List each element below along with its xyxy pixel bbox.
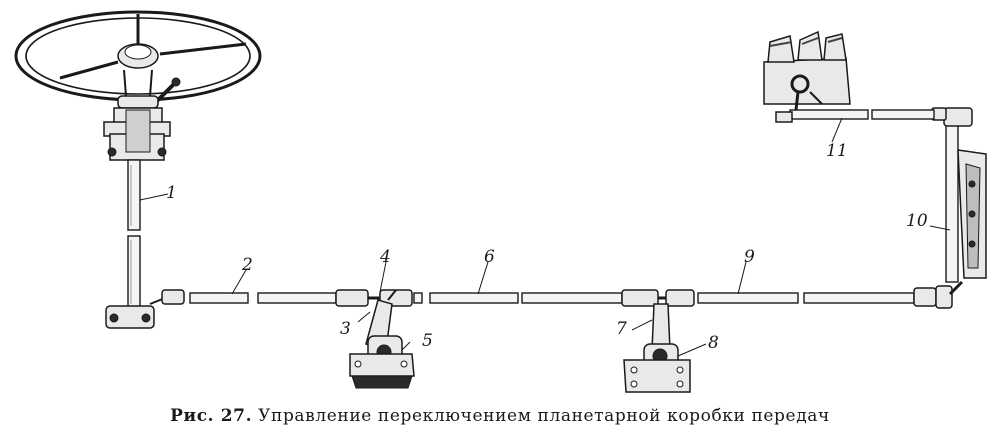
label-8: 8 — [708, 333, 719, 353]
label-7: 7 — [616, 319, 627, 339]
rod-6 — [413, 292, 623, 304]
label-4: 4 — [379, 247, 391, 267]
label-11: 11 — [826, 141, 848, 161]
steering-wheel — [14, 10, 262, 102]
column-bracket — [103, 95, 171, 161]
label-1: 1 — [166, 183, 177, 203]
mounting-bracket-5 — [349, 335, 415, 389]
rod-9 — [697, 292, 915, 304]
rod-1-vertical — [127, 159, 141, 309]
rod-10-vertical — [945, 121, 987, 283]
rod-11 — [775, 109, 935, 123]
linkage-joint-7 — [621, 289, 695, 351]
label-5: 5 — [422, 331, 433, 351]
label-2: 2 — [241, 255, 253, 275]
label-3: 3 — [340, 319, 351, 339]
mounting-bracket-8 — [623, 343, 691, 393]
caption-number: Рис. 27. — [170, 406, 253, 426]
rod-2 — [189, 292, 337, 304]
upper-right-joint — [931, 107, 973, 127]
lower-left-bracket — [105, 289, 185, 329]
figure-caption: Рис. 27. Управление переключением планет… — [0, 406, 1000, 426]
caption-text: Управление переключением планетарной кор… — [258, 406, 830, 426]
label-9: 9 — [744, 247, 755, 267]
gearbox-housing — [763, 30, 851, 111]
lower-right-joint — [913, 280, 964, 309]
label-10: 10 — [906, 211, 928, 231]
leader-lines — [139, 117, 951, 357]
label-6: 6 — [484, 247, 495, 267]
